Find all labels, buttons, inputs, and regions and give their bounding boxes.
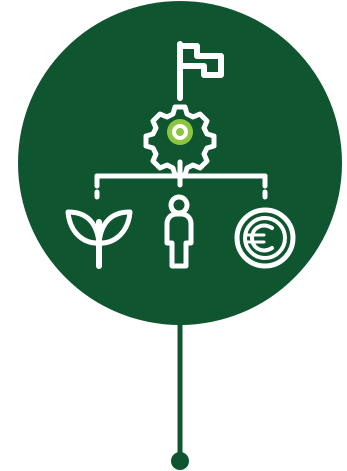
sprout-icon bbox=[65, 209, 133, 269]
flag-icon bbox=[177, 41, 224, 101]
person-icon bbox=[164, 194, 194, 269]
connector-end-dot bbox=[171, 452, 189, 470]
hierarchy-branches bbox=[94, 159, 268, 200]
euro-coin-icon bbox=[234, 207, 296, 269]
